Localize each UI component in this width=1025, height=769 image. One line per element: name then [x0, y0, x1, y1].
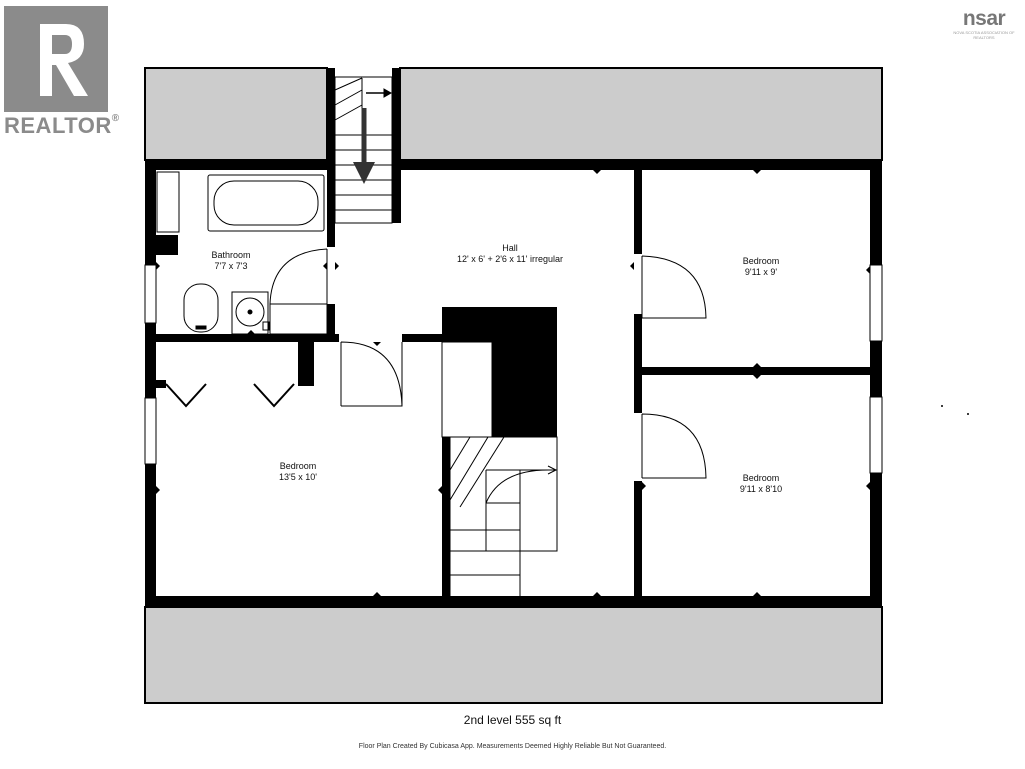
sink-basin: [235, 297, 265, 327]
nsar-subtitle: NOVA SCOTIA ASSOCIATION OF REALTORS: [953, 30, 1015, 40]
footer-disclaimer: Floor Plan Created By Cubicasa App. Meas…: [358, 743, 667, 750]
nsar-wordmark: nsar: [962, 7, 1006, 30]
bathtub: [207, 174, 325, 232]
room-name: Bedroom: [742, 256, 780, 266]
level-label: 2nd level 555 sq ft: [463, 713, 562, 727]
window-bedroom-bottom-right: [869, 396, 883, 474]
toilet-tank: [183, 283, 219, 333]
wall-bath-bottom: [145, 334, 443, 342]
room-name: Bedroom: [279, 461, 317, 471]
room-label-bedroom-top-right: Bedroom 9'11 x 9': [726, 256, 796, 278]
window-bedroom-top-right: [869, 264, 883, 342]
wall-left: [145, 160, 156, 607]
bathtub-basin: [213, 180, 319, 226]
room-label-bedroom-bottom-right: Bedroom 9'11 x 8'10: [726, 473, 796, 495]
roof-area-top-right: [399, 67, 883, 161]
vanity-cabinet: [156, 171, 180, 233]
wall-top-left: [145, 160, 335, 170]
door-swings: [269, 248, 707, 479]
stairs-top: [334, 76, 393, 224]
wall-closet-right: [298, 342, 314, 386]
room-dimensions: 12' x 6' + 2'6 x 11' irregular: [456, 254, 563, 264]
wall-hall-right: [634, 170, 642, 607]
wall-bath-corner: [156, 235, 178, 255]
room-name: Bedroom: [742, 473, 780, 483]
room-label-hall: Hall 12' x 6' + 2'6 x 11' irregular: [430, 243, 590, 265]
realtor-wordmark: REALTOR®: [4, 113, 120, 138]
wall-bedrooms-divider: [642, 367, 870, 375]
wall-closet-left-lip: [156, 380, 166, 388]
bathroom-fixtures: [156, 171, 328, 335]
windows: [144, 264, 883, 474]
wall-right: [870, 160, 882, 607]
wall-ticks: [156, 170, 870, 596]
wall-bedroom-left-right: [442, 342, 450, 607]
stairs-lower: [449, 436, 558, 596]
room-label-bedroom-left: Bedroom 13'5 x 10': [263, 461, 333, 483]
door-swing-bedroom-left: [340, 341, 403, 407]
window-bathroom: [144, 264, 157, 324]
realtor-logo: [4, 6, 108, 112]
room-name: Hall: [502, 243, 518, 253]
door-swing-bedroom-bottom-right: [641, 413, 707, 479]
room-dimensions: 9'11 x 9': [744, 267, 778, 277]
window-bedroom-left: [144, 397, 157, 465]
room-dimensions: 9'11 x 8'10: [739, 484, 783, 494]
room-dimensions: 7'7 x 7'3: [214, 261, 248, 271]
door-swing-bathroom: [269, 248, 328, 305]
closet-bifold-doors: [165, 383, 295, 408]
door-swing-bedroom-top-right: [641, 255, 707, 319]
walls: [145, 68, 882, 607]
nsar-logo: nsar NOVA SCOTIA ASSOCIATION OF REALTORS: [946, 8, 1022, 48]
wall-stair-shaft-left: [326, 68, 335, 170]
room-name: Bathroom: [211, 250, 251, 260]
wall-top-right: [392, 160, 882, 170]
room-dimensions: 13'5 x 10': [279, 472, 317, 482]
roof-area-top-left: [144, 67, 328, 161]
roof-area-bottom: [144, 606, 883, 704]
room-label-bathroom: Bathroom 7'7 x 7'3: [200, 250, 262, 272]
wall-bottom: [145, 596, 882, 607]
wall-stair-shaft-right: [392, 68, 401, 223]
